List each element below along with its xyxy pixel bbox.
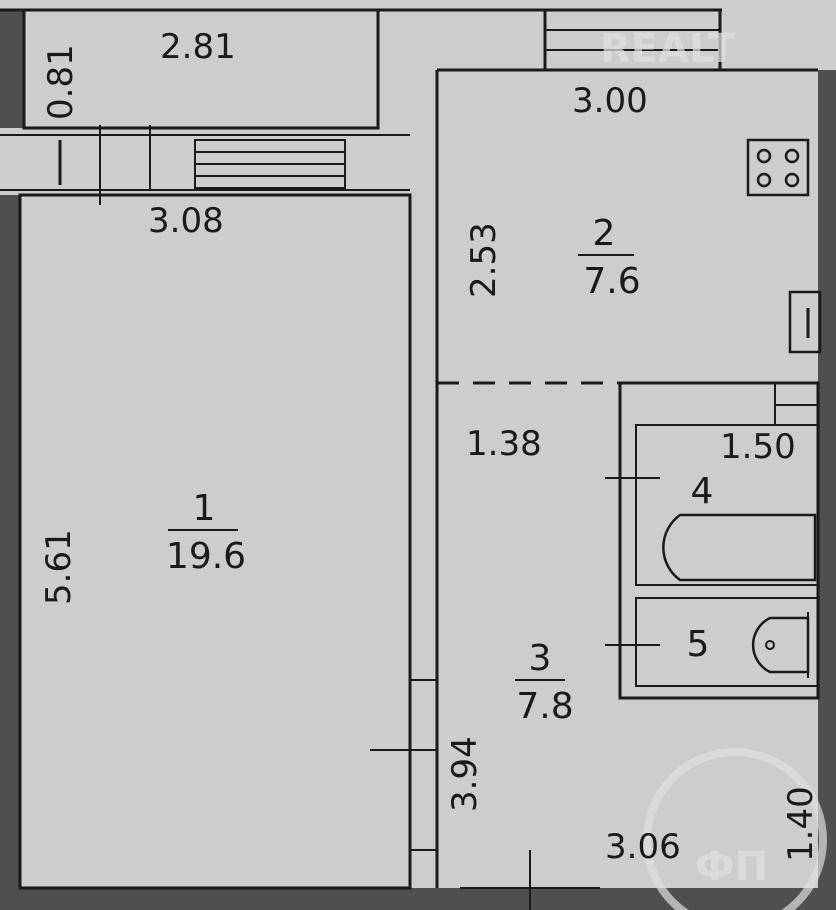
stove-icon	[746, 138, 810, 197]
room-3-area: 7.8	[516, 686, 573, 727]
bathtub-icon	[662, 513, 817, 582]
dim-hall-bottom-depth: 1.40	[781, 786, 821, 862]
room-2-area: 7.6	[583, 261, 640, 302]
dim-bath-width: 1.50	[720, 427, 796, 467]
room-2-number: 2	[593, 213, 616, 254]
dim-hall-bottom-width: 3.06	[605, 827, 681, 867]
dim-room1-width: 3.08	[148, 201, 224, 241]
dim-room1-length: 5.61	[39, 529, 79, 605]
dim-hall-length: 3.94	[445, 736, 485, 812]
dim-balcony-width: 2.81	[160, 27, 236, 67]
room-4-number: 4	[691, 471, 714, 512]
room-1-area: 19.6	[166, 536, 246, 577]
dim-kitchen-width: 3.00	[572, 81, 648, 121]
room-3-number: 3	[529, 638, 552, 679]
dim-hall-width: 1.38	[466, 424, 542, 464]
heater-icon	[788, 290, 822, 354]
room-5-number: 5	[687, 624, 710, 665]
dim-balcony-depth: 0.81	[41, 44, 81, 120]
dim-kitchen-depth: 2.53	[464, 222, 504, 298]
exterior-walls	[0, 10, 836, 910]
watermark-realt: REALT	[600, 26, 736, 72]
logo-watermark	[643, 748, 827, 910]
room-1-number: 1	[193, 488, 216, 529]
room-1-outline	[18, 193, 412, 890]
logo-text: ФП	[695, 844, 768, 890]
balcony	[22, 8, 380, 130]
toilet-icon	[751, 616, 810, 674]
